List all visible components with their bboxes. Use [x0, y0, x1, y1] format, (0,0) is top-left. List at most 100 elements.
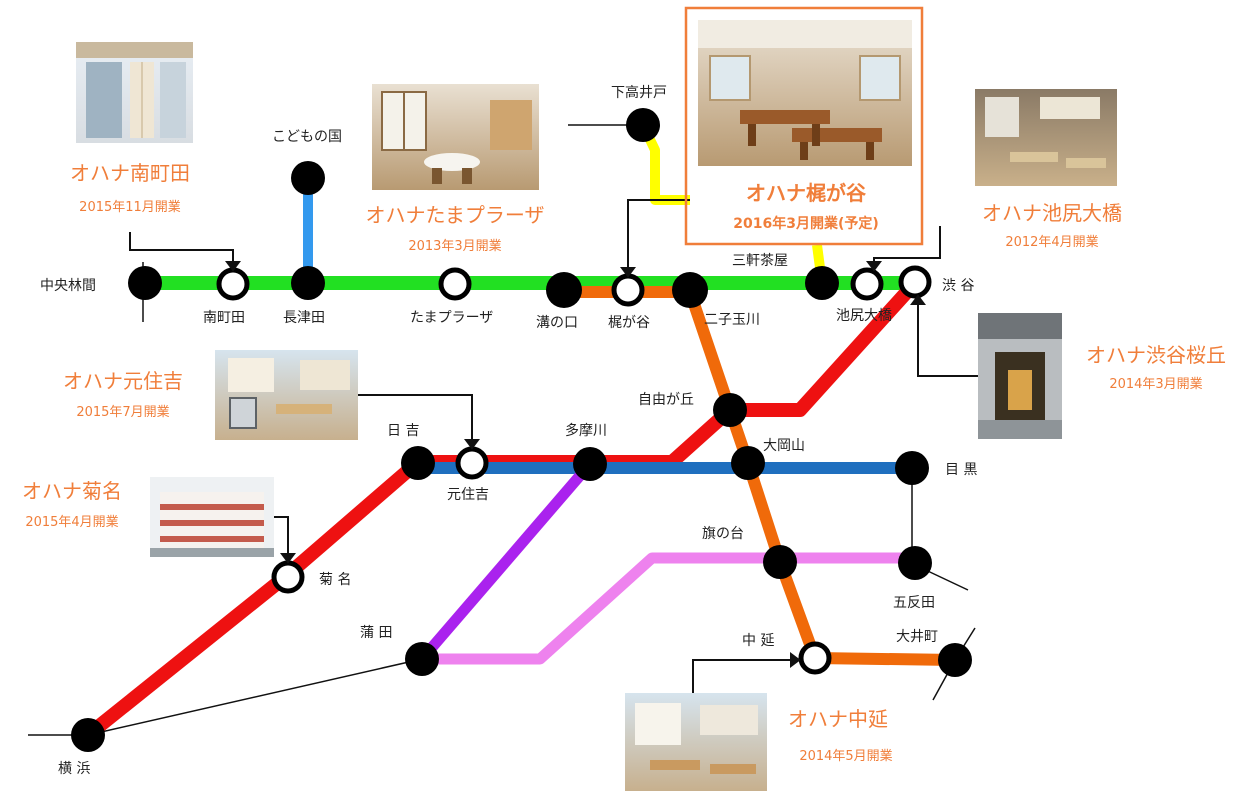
station-chuo-rinkan[interactable]: [128, 266, 162, 300]
label-shibuya: 渋 谷: [942, 278, 974, 294]
facility-date-motosumiyoshi: 2015年7月開業: [76, 404, 169, 420]
facility-arrows: [129, 199, 978, 693]
tamagawa-line-north: [417, 460, 595, 663]
label-meguro: 目 黒: [945, 462, 977, 478]
label-kajigaya: 梶が谷: [608, 315, 650, 331]
station-mizonokuchi[interactable]: [546, 272, 582, 308]
facility-date-nakanobu: 2014年5月開業: [799, 748, 892, 764]
photo-minami-machida: [76, 42, 193, 143]
photo-ikejiri-ohashi: [975, 89, 1117, 186]
facility-name-tama-plaza: オハナたまプラーザ: [366, 203, 545, 227]
photo-kikuna: [150, 477, 274, 557]
arrow-kikuna: [274, 516, 289, 558]
facility-date-kajigaya: 2016年3月開業(予定): [733, 215, 879, 232]
facility-date-minami-machida: 2015年11月開業: [79, 199, 181, 215]
station-yokohama[interactable]: [71, 718, 105, 752]
station-futako-tamagawa[interactable]: [672, 272, 708, 308]
station-hatanodai[interactable]: [763, 545, 797, 579]
station-shimotakaido[interactable]: [626, 108, 660, 142]
photo-motosumiyoshi: [215, 350, 358, 440]
station-nagatsuta[interactable]: [291, 266, 325, 300]
label-sangenjaya: 三軒茶屋: [732, 253, 788, 269]
arrow-nakanobu: [692, 659, 795, 693]
label-yokohama: 横 浜: [58, 761, 90, 777]
facility-name-shibuya-sakuragaoka: オハナ渋谷桜丘: [1086, 343, 1226, 367]
arrow-head-minami-machida: [225, 261, 241, 272]
arrow-head-motosumiyoshi: [464, 439, 480, 450]
arrow-head-ikejiri-ohashi: [866, 261, 882, 272]
facility-date-ikejiri-ohashi: 2012年4月開業: [1005, 234, 1098, 250]
station-ikejiri-ohashi[interactable]: [850, 267, 884, 301]
label-minami-machida: 南町田: [203, 310, 245, 326]
label-futako-tamagawa: 二子玉川: [704, 312, 760, 328]
label-gotanda: 五反田: [893, 595, 935, 611]
label-kamata: 蒲 田: [360, 625, 392, 641]
label-oimachi: 大井町: [896, 629, 938, 645]
station-hiyoshi[interactable]: [401, 446, 435, 480]
arrow-shibuya-sakuragaoka: [917, 300, 978, 377]
station-oimachi[interactable]: [938, 643, 972, 677]
label-nakanobu: 中 延: [742, 633, 774, 649]
label-mizonokuchi: 溝の口: [536, 315, 578, 331]
yokohama-kamata-connector: [87, 658, 423, 736]
photo-shibuya-sakuragaoka: [978, 313, 1062, 439]
station-labels: こどもの国 下高井戸 中央林間 南町田 長津田 たまプラーザ 溝の口 梶が谷 二…: [40, 84, 977, 777]
label-tama-plaza: たまプラーザ: [410, 310, 493, 326]
station-gotanda[interactable]: [898, 546, 932, 580]
label-ookayama: 大岡山: [763, 438, 805, 454]
facility-date-shibuya-sakuragaoka: 2014年3月開業: [1109, 376, 1202, 392]
facility-captions: オハナ南町田 2015年11月開業 オハナたまプラーザ 2013年3月開業 オハ…: [22, 161, 1226, 764]
facility-name-minami-machida: オハナ南町田: [70, 161, 190, 185]
station-tama-plaza[interactable]: [438, 267, 472, 301]
label-chuo-rinkan: 中央林間: [40, 278, 96, 294]
facility-photos: [76, 20, 1117, 791]
station-kikuna[interactable]: [271, 560, 305, 594]
label-ikejiri-ohashi: 池尻大橋: [836, 308, 892, 324]
facility-name-kikuna: オハナ菊名: [22, 479, 122, 503]
label-kodomonokuni: こどもの国: [272, 129, 342, 145]
facility-date-kikuna: 2015年4月開業: [25, 514, 118, 530]
facility-name-motosumiyoshi: オハナ元住吉: [63, 369, 183, 393]
arrow-head-kikuna: [280, 553, 296, 564]
facility-name-kajigaya: オハナ梶が谷: [746, 181, 867, 205]
station-ookayama[interactable]: [731, 446, 765, 480]
photo-tama-plaza: [372, 84, 539, 190]
arrow-ikejiri-ohashi: [873, 226, 941, 266]
station-minami-machida[interactable]: [216, 267, 250, 301]
photo-nakanobu: [625, 693, 767, 791]
station-sangenjaya[interactable]: [805, 266, 839, 300]
station-kamata[interactable]: [405, 642, 439, 676]
arrow-head-nakanobu: [790, 652, 801, 668]
highlight-box-kajigaya: [684, 6, 924, 246]
station-kodomonokuni[interactable]: [291, 161, 325, 195]
station-motosumiyoshi[interactable]: [455, 446, 489, 480]
label-jiyugaoka: 自由が丘: [638, 392, 694, 408]
facility-name-ikejiri-ohashi: オハナ池尻大橋: [982, 201, 1122, 225]
arrow-minami-machida: [129, 232, 234, 266]
arrow-motosumiyoshi: [358, 394, 473, 444]
label-hatanodai: 旗の台: [702, 526, 744, 542]
station-tamagawa[interactable]: [573, 447, 607, 481]
label-tamagawa: 多摩川: [565, 422, 607, 439]
tamagawa-line: [422, 552, 912, 665]
label-motosumiyoshi: 元住吉: [447, 487, 489, 503]
station-nakanobu[interactable]: [798, 641, 832, 675]
label-shimotakaido: 下高井戸: [611, 84, 667, 101]
facility-name-nakanobu: オハナ中延: [788, 707, 888, 731]
station-meguro[interactable]: [895, 451, 929, 485]
label-kikuna: 菊 名: [319, 572, 351, 588]
label-nagatsuta: 長津田: [283, 310, 325, 326]
oimachi-line: [684, 290, 956, 666]
station-kajigaya[interactable]: [611, 273, 645, 307]
photo-kajigaya: [698, 20, 912, 166]
arrow-head-kajigaya: [620, 267, 636, 278]
stations: [71, 108, 972, 752]
facility-date-tama-plaza: 2013年3月開業: [408, 238, 501, 254]
arrow-head-shibuya-sakuragaoka: [910, 294, 926, 305]
arrow-kajigaya: [627, 199, 690, 272]
station-shibuya[interactable]: [898, 265, 932, 299]
label-hiyoshi: 日 吉: [387, 423, 419, 439]
station-jiyugaoka[interactable]: [713, 393, 747, 427]
